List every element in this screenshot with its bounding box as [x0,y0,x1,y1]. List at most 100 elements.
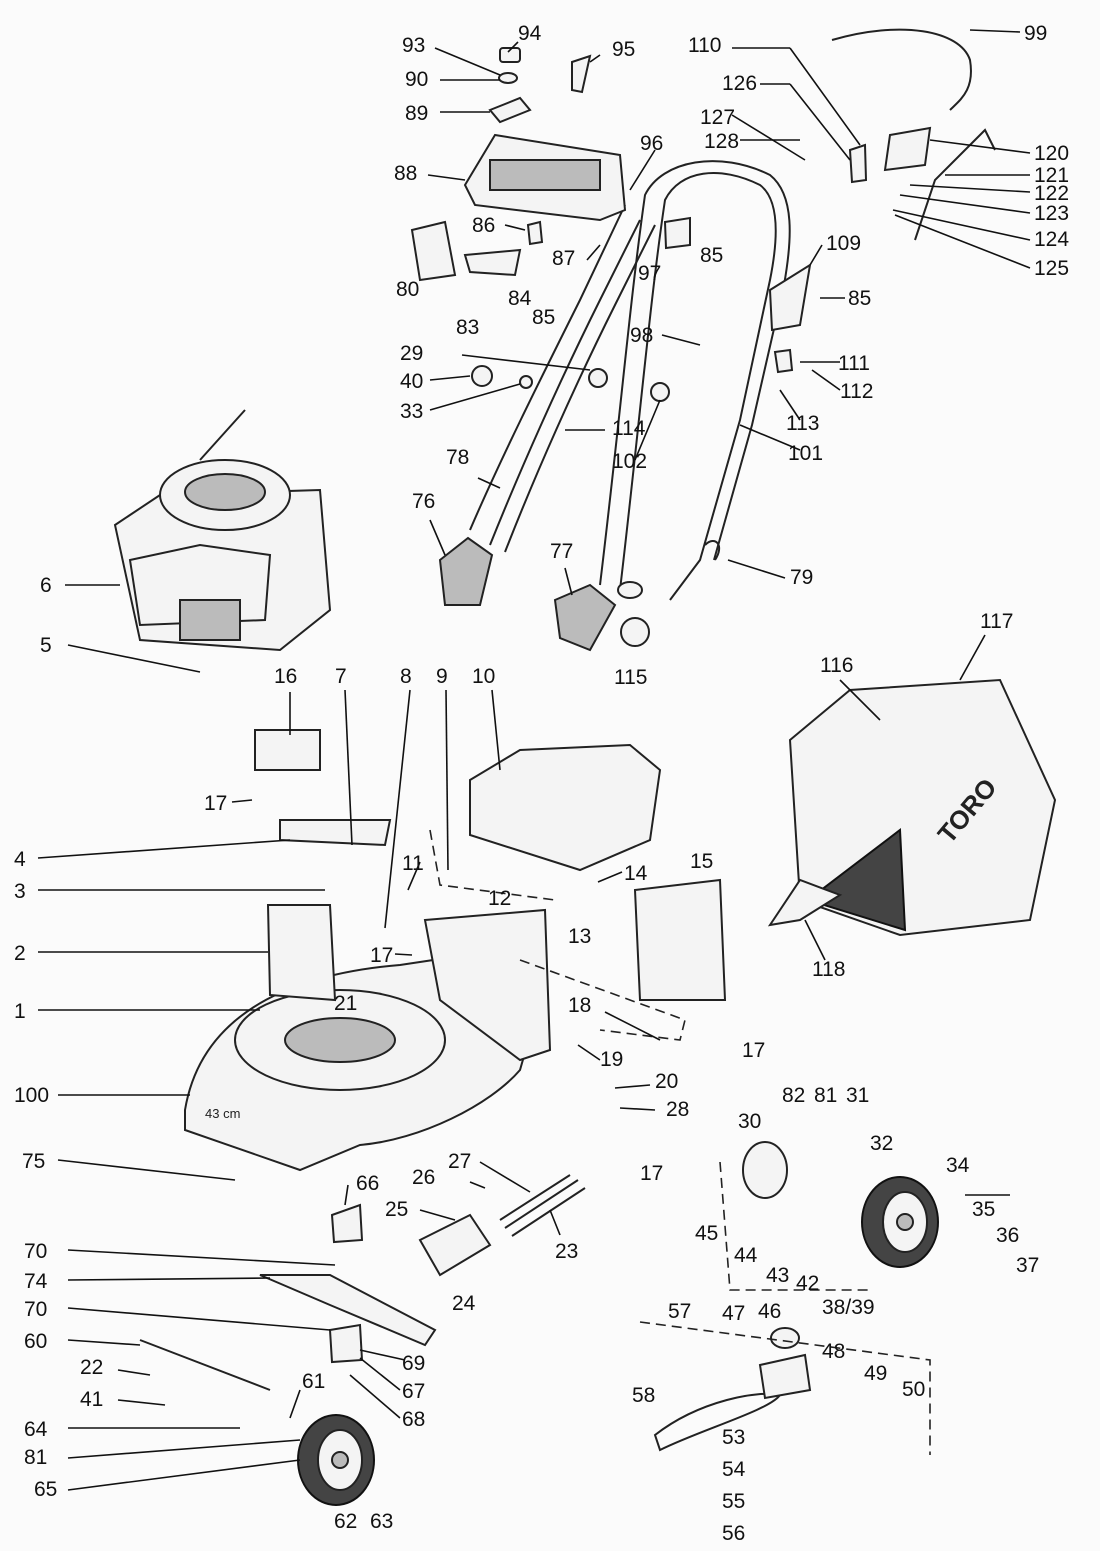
part-callout-89: 89 [405,102,428,125]
part-callout-101: 101 [788,442,823,465]
part-callout-114: 114 [612,417,646,440]
part-callout-11: 11 [402,852,424,875]
part-callout-127: 127 [700,106,735,129]
part-callout-96: 96 [640,132,663,155]
part-callout-93: 93 [402,34,425,57]
part-callout-100: 100 [14,1084,49,1107]
part-callout-64: 64 [24,1418,48,1441]
part-callout-57: 57 [668,1300,691,1323]
part-callout-112: 112 [840,380,873,403]
part-callout-17a: 17 [204,792,227,815]
grass-catcher: TORO [767,678,1057,937]
part-callout-85a: 85 [700,244,723,267]
part-callout-29: 29 [400,342,423,365]
part-callout-50: 50 [902,1378,925,1401]
part-callout-90: 90 [405,68,428,91]
part-callout-43: 43 [766,1264,789,1287]
drive-and-wheels [139,829,939,1506]
part-callout-95: 95 [612,38,635,61]
part-callout-54: 54 [722,1458,746,1481]
knob-94 [499,47,521,63]
part-callout-32: 32 [870,1132,893,1155]
part-callout-80: 80 [396,278,419,301]
part-callout-20: 20 [655,1070,678,1093]
control-cable-99 [831,28,972,111]
part-callout-121: 121 [1034,164,1069,187]
part-callout-47: 47 [722,1302,745,1325]
rear-flap-2 [266,904,337,1002]
part-callout-116: 116 [820,654,853,677]
part-callout-118: 118 [812,958,845,981]
bag-handle-118 [767,878,843,927]
part-callout-7: 7 [335,665,347,688]
part-callout-85c: 85 [848,287,871,310]
part-callout-28: 28 [666,1098,689,1121]
part-callout-117: 117 [980,610,1013,633]
part-callout-1: 1 [14,1000,26,1023]
part-callout-25: 25 [385,1198,408,1221]
part-callout-2: 2 [14,942,26,965]
part-callout-49: 49 [864,1362,887,1385]
part-callout-45: 45 [695,1222,718,1245]
top-cover-10 [469,743,662,872]
part-callout-15: 15 [690,850,713,873]
part-callout-66: 66 [356,1172,379,1195]
part-callout-122: 122 [1034,182,1069,205]
cover-4 [279,819,392,847]
part-callout-124: 124 [1034,228,1069,251]
part-callout-67: 67 [402,1380,425,1403]
part-callout-37: 37 [1016,1254,1039,1277]
part-callout-79: 79 [790,566,813,589]
part-callout-78: 78 [446,446,469,469]
part-callout-10: 10 [472,665,495,688]
engine [113,409,332,652]
part-callout-94: 94 [518,22,542,45]
bracket-109 [768,262,812,332]
part-callout-84: 84 [508,287,532,310]
part-callout-17d: 17 [640,1162,663,1185]
part-callout-30: 30 [738,1110,761,1133]
part-callout-111: 111 [838,352,870,375]
part-callout-13: 13 [568,925,591,948]
blade-74 [259,1274,437,1347]
part-callout-113: 113 [786,412,819,435]
part-callout-88: 88 [394,162,417,185]
part-callout-86: 86 [472,214,495,237]
part-callout-109: 109 [826,232,861,255]
part-callout-21: 21 [334,992,357,1015]
part-callout-53: 53 [722,1426,745,1449]
part-callout-70b: 70 [24,1298,47,1321]
part-callout-70a: 70 [24,1240,47,1263]
part-callout-27: 27 [448,1150,471,1173]
part-callout-44: 44 [734,1244,758,1267]
part-callout-3: 3 [14,880,26,903]
part-callout-42: 42 [796,1272,819,1295]
part-callout-99: 99 [1024,22,1047,45]
part-callout-36: 36 [996,1224,1019,1247]
part-callout-14: 14 [624,862,648,885]
part-callout-115: 115 [614,666,647,689]
part-callout-83: 83 [456,316,479,339]
part-callout-18: 18 [568,994,591,1017]
part-callout-55: 55 [722,1490,745,1513]
clip-95 [571,54,592,94]
handle-assembly [410,28,996,652]
part-callout-110: 110 [688,34,721,57]
part-callout-102: 102 [612,450,647,473]
part-callout-23: 23 [555,1240,578,1263]
part-callout-74: 74 [24,1270,48,1293]
part-callout-77: 77 [550,540,573,563]
part-callout-123: 123 [1034,202,1069,225]
part-callout-98: 98 [630,324,653,347]
part-callout-48: 48 [822,1340,845,1363]
leader-lines [37,29,1031,1491]
part-callout-76: 76 [412,490,435,513]
part-callout-24: 24 [452,1292,476,1315]
part-callout-33: 33 [400,400,423,423]
part-callout-3839: 38/39 [822,1296,875,1319]
part-80 [410,220,457,282]
part-callout-125: 125 [1034,257,1069,280]
part-callout-26: 26 [412,1166,435,1189]
part-callout-97: 97 [638,262,661,285]
